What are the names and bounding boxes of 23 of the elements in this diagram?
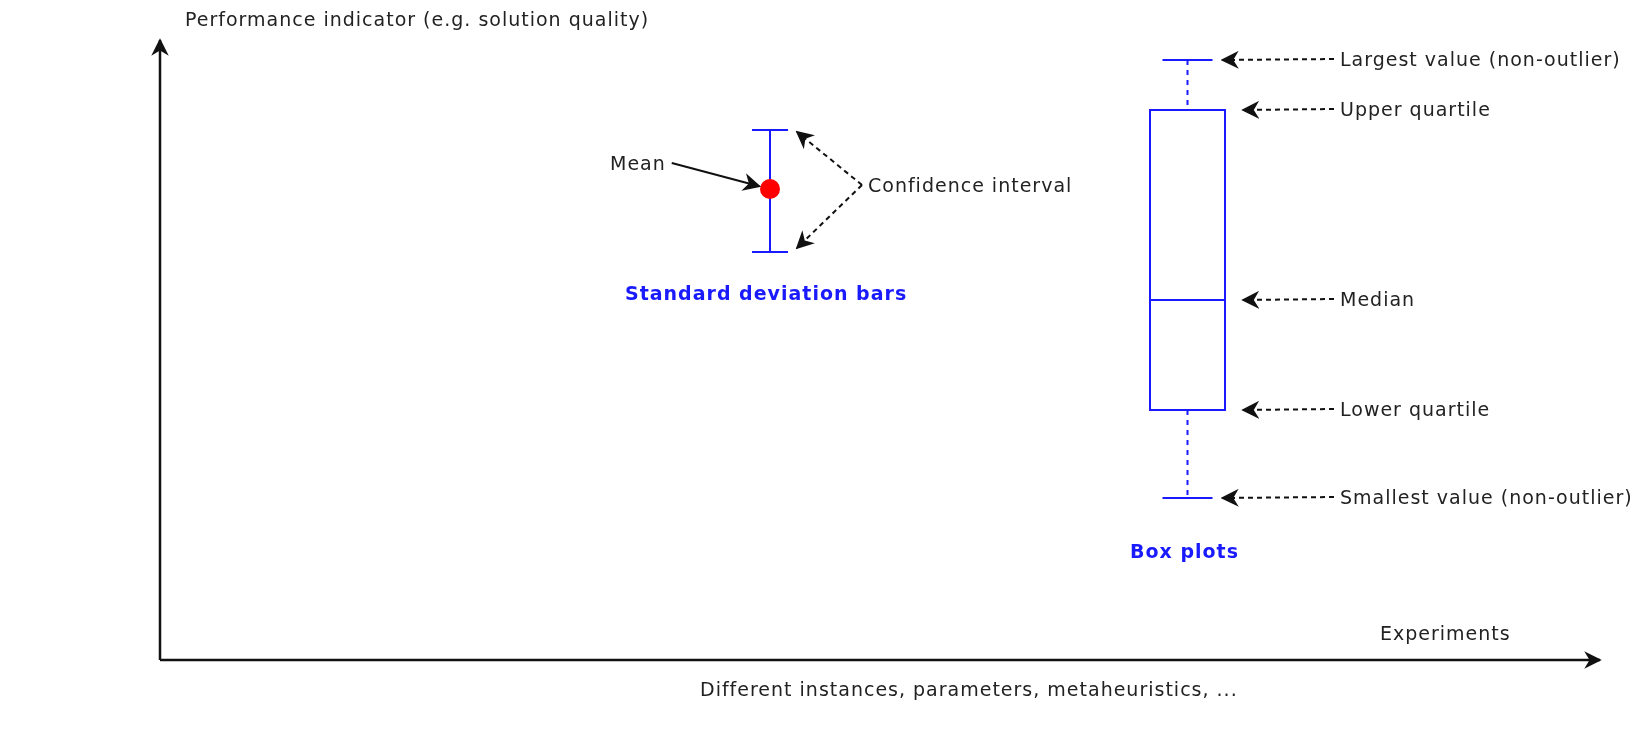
mean-dot [760,179,780,199]
axis-title: Experiments [1380,622,1511,644]
chart-caption: Standard deviation bars [625,282,908,304]
callout-label: Lower quartile [1340,398,1491,420]
callout-label: Upper quartile [1340,98,1491,120]
callout-label: Largest value (non-outlier) [1340,48,1621,70]
leader-arrow [1241,290,1335,309]
leader-arrow [1241,400,1335,419]
leader-arrow [1220,488,1335,507]
axis-title: Performance indicator (e.g. solution quality) [185,8,650,30]
error-bar-drawing [751,129,789,253]
callout-label: Mean [610,152,666,174]
callout-label: Median [1340,288,1416,310]
callout-label: Smallest value (non-outlier) [1340,486,1633,508]
chart-caption: Box plots [1130,540,1239,562]
leader-arrow [670,162,762,191]
leader-arrow [795,130,863,186]
leader-arrow [1220,50,1335,69]
leader-arrow [795,184,863,250]
box-plot-drawing [1149,59,1226,499]
leader-arrow [1241,100,1335,119]
callout-label: Confidence interval [868,174,1073,196]
axis-caption: Different instances, parameters, metaheuristics, ... [700,678,1238,700]
